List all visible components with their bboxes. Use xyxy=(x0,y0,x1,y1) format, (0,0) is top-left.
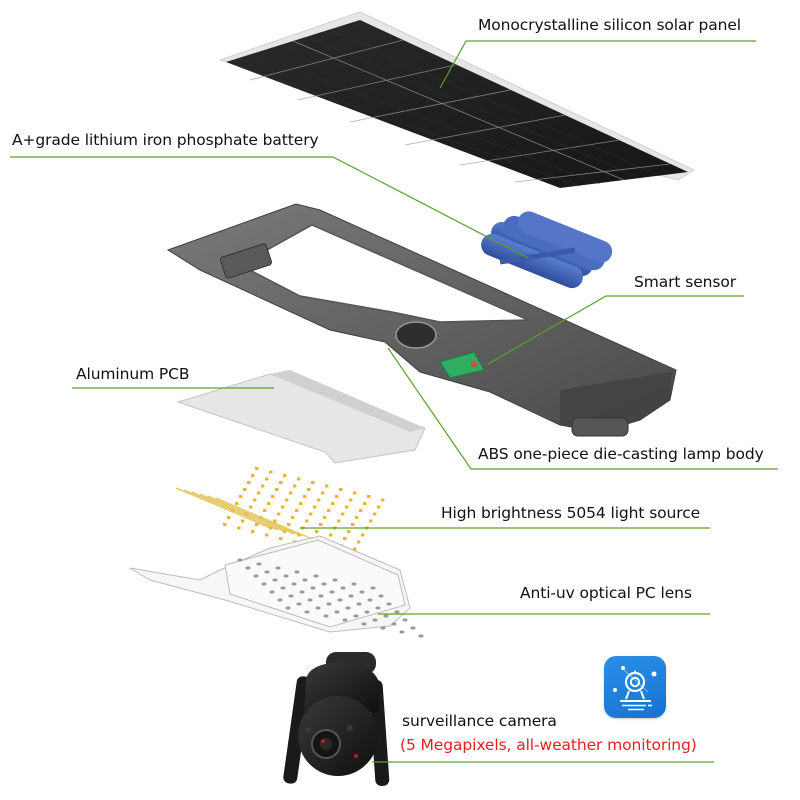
leader-lines xyxy=(10,40,778,763)
solar-panel xyxy=(218,11,696,188)
surveillance-camera-device xyxy=(283,652,390,786)
webcam-icon xyxy=(613,666,657,711)
led-light-source xyxy=(175,467,385,558)
battery-pack xyxy=(481,211,613,289)
aluminum-pcb xyxy=(176,370,426,464)
pc-lens xyxy=(129,535,424,638)
label-camera-specs: (5 Megapixels, all-weather monitoring) xyxy=(400,736,697,754)
label-smart-sensor: Smart sensor xyxy=(634,273,736,291)
webcam-app-icon xyxy=(604,656,666,718)
label-lamp-body: ABS one-piece die-casting lamp body xyxy=(478,445,764,463)
lamp-body xyxy=(166,203,677,437)
label-light-source: High brightness 5054 light source xyxy=(441,504,701,522)
label-aluminum-pcb: Aluminum PCB xyxy=(76,365,190,383)
label-camera: surveillance camera xyxy=(402,712,557,730)
label-battery: A+grade lithium iron phosphate battery xyxy=(12,131,319,149)
label-pc-lens: Anti-uv optical PC lens xyxy=(520,584,692,602)
label-solar-panel: Monocrystalline silicon solar panel xyxy=(478,16,742,34)
